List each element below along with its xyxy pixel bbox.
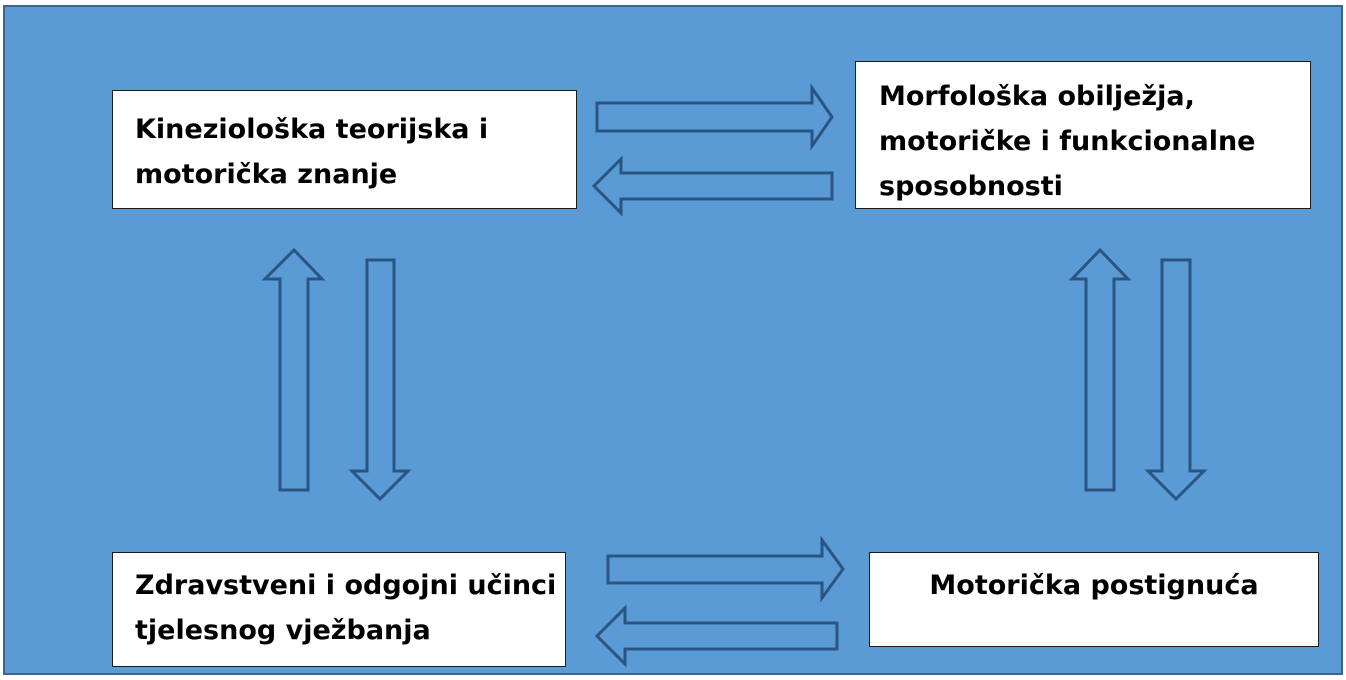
- node-text-line: tjelesnog vježbanja: [135, 615, 431, 646]
- node-text-line: Zdravstveni i odgojni učinci: [135, 570, 557, 601]
- arrow-up-icon: [1068, 247, 1132, 492]
- node-abilities: Morfološka obilježja, motoričke i funkci…: [855, 61, 1311, 209]
- node-text-line: motoričke i funkcionalne: [879, 126, 1256, 157]
- arrow-down-icon: [348, 258, 412, 502]
- node-text-line: sposobnosti: [879, 171, 1063, 202]
- node-health-effects: Zdravstveni i odgojni učinci tjelesnog v…: [112, 552, 566, 667]
- arrow-right-icon: [606, 535, 845, 603]
- arrow-down-icon: [1144, 258, 1208, 502]
- node-text-line: Kineziološka teorijska i: [135, 114, 489, 145]
- node-text-line: Morfološka obilježja,: [879, 81, 1195, 112]
- arrow-up-icon: [261, 247, 326, 492]
- arrow-left-icon: [594, 604, 839, 668]
- node-motor-achievements: Motorička postignuća: [869, 552, 1319, 647]
- node-kinesiology-knowledge: Kineziološka teorijska i motorička znanj…: [112, 90, 577, 209]
- node-text-line: motorička znanje: [135, 159, 398, 190]
- arrow-right-icon: [595, 83, 834, 151]
- arrow-left-icon: [591, 155, 834, 217]
- node-text-line: Motorička postignuća: [929, 570, 1259, 601]
